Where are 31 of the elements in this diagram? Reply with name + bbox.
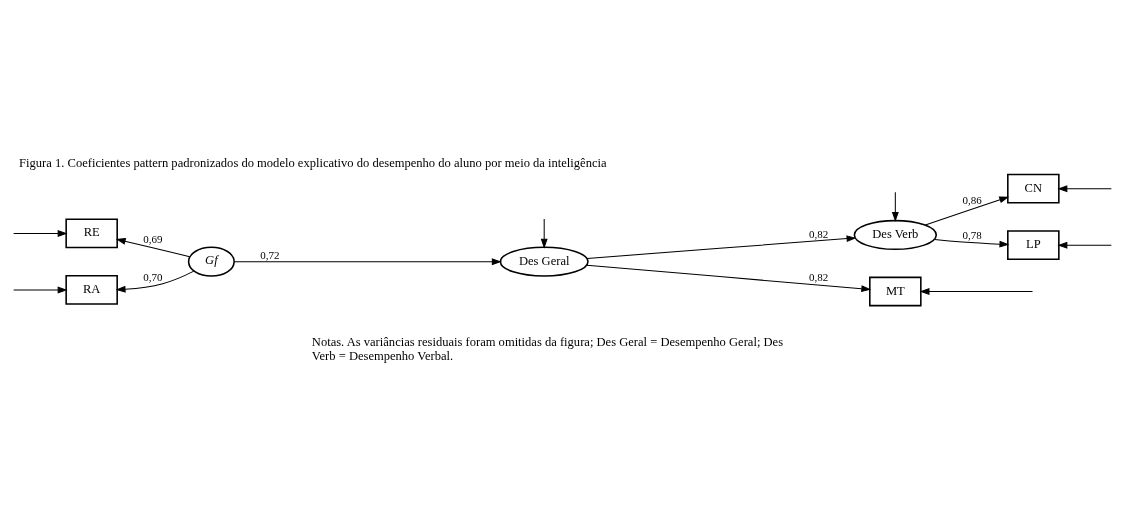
node-box: RE <box>65 218 118 248</box>
arrow <box>1057 184 1112 192</box>
arrow <box>13 229 68 237</box>
node-ellipse: Des Verb <box>853 219 938 250</box>
arrow <box>919 287 1033 295</box>
node-ellipse: Des Geral <box>499 246 589 277</box>
arrow <box>13 285 68 293</box>
diagram-title: Figura 1. Coeficientes pattern padronizados do modelo explicativo do desempenho do aluno por meio da inteligência <box>19 155 607 170</box>
edge-label: 0,82 <box>808 270 829 283</box>
arrow <box>586 264 872 292</box>
arrow <box>540 217 548 249</box>
arrow <box>891 191 899 222</box>
edge-label: 0,82 <box>808 227 829 239</box>
arrow <box>233 257 502 265</box>
node-box: MT <box>869 276 922 306</box>
caption: Notas. As variâncias residuais foram omitidas da figura; Des Geral = Desempenho Geral; Des Verb = Desempenho Verbal. <box>311 334 784 363</box>
arrow <box>115 237 191 257</box>
node-box: CN <box>1007 173 1060 204</box>
edge-label: 0,78 <box>962 228 982 241</box>
node-box: LP <box>1007 229 1060 260</box>
edge-label: 0,69 <box>143 232 163 245</box>
node-box: RA <box>65 274 118 305</box>
edge-label: 0,72 <box>260 248 280 261</box>
node-ellipse: Gf <box>187 246 235 277</box>
arrow <box>1057 241 1112 249</box>
arrow <box>115 270 195 293</box>
edge-label: 0,86 <box>962 193 982 206</box>
edge-label: 0,70 <box>143 270 163 283</box>
arrow <box>924 196 1010 226</box>
arrow <box>586 234 857 259</box>
arrow <box>934 238 1010 248</box>
